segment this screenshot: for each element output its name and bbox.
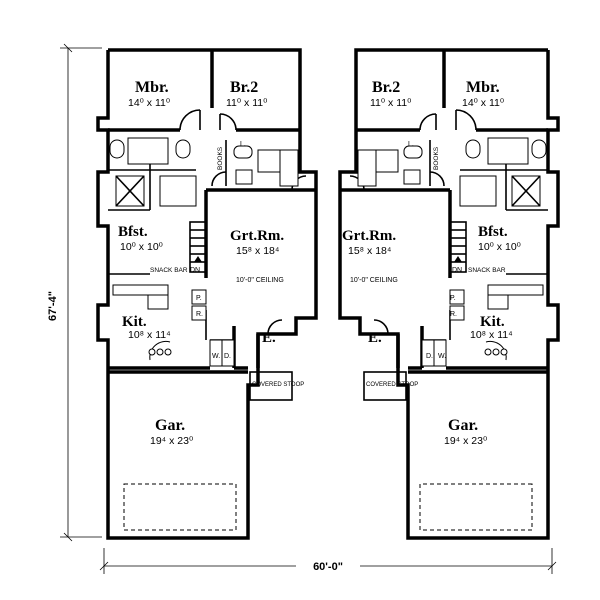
label-books: BOOKS [217,146,224,170]
room-labels: Mbr. 14⁰ x 11⁰ Br.2 11⁰ x 11⁰ Grt.Rm. 15… [118,79,304,447]
width-dim-bg [296,559,360,573]
label-snack-bar: SNACK BAR [150,267,188,274]
label-dryer: D. [224,353,231,360]
room-ceiling-grt: 10'-0" CEILING [350,277,398,284]
label-linen: L. [240,141,246,148]
room-size-gar: 19⁴ x 23⁰ [150,435,194,447]
label-dn: DN [452,267,462,274]
label-snack-bar: SNACK BAR [468,267,506,274]
room-name-entry: E. [262,330,276,346]
room-name-entry: E. [368,330,382,346]
label-books: BOOKS [433,146,440,170]
height-dim-bg [44,276,64,336]
room-ceiling-grt: 10'-0" CEILING [236,277,284,284]
overall-height-label: 67'-4" [47,291,59,321]
room-size-mbr: 14⁰ x 11⁰ [462,97,505,109]
room-name-bfst: Bfst. [478,224,508,240]
room-name-grt: Grt.Rm. [230,228,284,244]
room-size-gar: 19⁴ x 23⁰ [444,435,488,447]
fixtures [109,137,299,531]
covered-stoop [363,371,407,401]
room-name-kit: Kit. [480,314,505,330]
label-pantry: P. [450,295,456,302]
room-size-bfst: 10⁰ x 10⁰ [120,241,164,253]
room-name-br2: Br.2 [372,79,400,96]
label-covered-stoop: COVERED STOOP [252,382,304,388]
label-washer: W. [438,353,446,360]
room-name-bfst: Bfst. [118,224,148,240]
room-size-kit: 10⁸ x 11⁴ [470,329,513,341]
room-name-kit: Kit. [122,314,147,330]
stairs [449,221,467,273]
room-name-gar: Gar. [448,417,478,434]
room-size-grt: 15⁸ x 18⁴ [348,245,391,257]
room-name-mbr: Mbr. [466,79,500,96]
overall-width-label: 60'-0" [313,561,343,573]
covered-stoop [249,371,293,401]
label-washer: W. [212,353,220,360]
unit-right [338,48,560,540]
room-size-grt: 15⁸ x 18⁴ [236,245,279,257]
stairs [189,221,207,273]
room-size-br2: 11⁰ x 11⁰ [370,97,412,109]
room-name-gar: Gar. [155,417,185,434]
label-covered-stoop: COVERED STOOP [366,382,418,388]
label-dryer: D. [426,353,433,360]
room-labels-right: Mbr. 14⁰ x 11⁰ Br.2 11⁰ x 11⁰ Grt.Rm. 15… [342,79,522,447]
unit-left: Mbr. 14⁰ x 11⁰ Br.2 11⁰ x 11⁰ Grt.Rm. 15… [96,48,318,540]
label-ref: R. [450,311,457,318]
label-linen: L. [408,141,414,148]
room-size-mbr: 14⁰ x 11⁰ [128,97,171,109]
room-size-kit: 10⁸ x 11⁴ [128,329,171,341]
room-size-br2: 11⁰ x 11⁰ [226,97,268,109]
label-ref: R. [196,311,203,318]
room-name-mbr: Mbr. [135,79,169,96]
room-name-grt: Grt.Rm. [342,228,396,244]
room-name-br2: Br.2 [230,79,258,96]
label-pantry: P. [196,295,202,302]
label-dn: DN [190,267,200,274]
fixtures [357,137,547,531]
room-size-bfst: 10⁰ x 10⁰ [478,241,522,253]
